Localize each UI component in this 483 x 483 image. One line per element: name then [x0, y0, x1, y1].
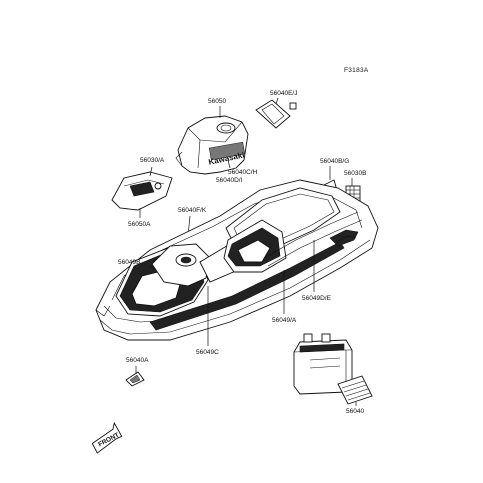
- label-56040EJ: 56040E/J: [270, 90, 297, 97]
- seat-pad-part: [111, 171, 173, 211]
- label-56040A: 56040A: [126, 357, 149, 364]
- label-56049DE: 56049D/E: [302, 295, 332, 302]
- front-arrow-icon: FRONT: [91, 421, 123, 454]
- label-56030A: 56030/A: [140, 157, 165, 164]
- label-56049C: 56049C: [196, 349, 219, 356]
- label-56040FK: 56040F/K: [178, 207, 207, 214]
- figure-code: F3183A: [344, 67, 369, 74]
- hatch-decal-part: [255, 99, 297, 129]
- label-56040BG: 56040B/G: [320, 158, 349, 165]
- label-56040CH: 56040C/H: [228, 169, 258, 176]
- hood-cover-part: Kawasaki: [175, 115, 249, 175]
- label-56050A: 56050A: [128, 221, 151, 228]
- label-56050: 56050: [208, 98, 226, 105]
- label-56049B: 56049B: [118, 259, 140, 266]
- label-56049A: 56049/A: [272, 317, 297, 324]
- label-sticker-56040: [337, 375, 373, 405]
- watercraft-hull: [95, 179, 379, 341]
- battery-box-part: [293, 333, 353, 395]
- label-56030B: 56030B: [344, 170, 366, 177]
- label-56040: 56040: [346, 408, 364, 415]
- label-56040DI: 56040D/I: [216, 177, 243, 184]
